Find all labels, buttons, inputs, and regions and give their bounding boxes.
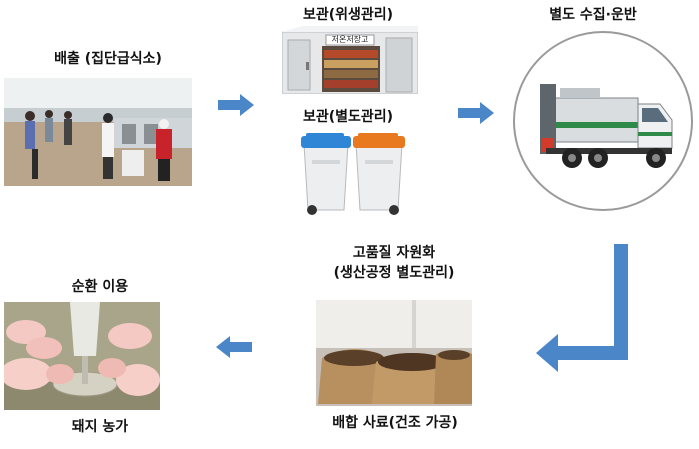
collection-label: 별도 수집·운반 [549,7,637,23]
collection-truck-photo [512,28,694,214]
pig-farm-photo [4,302,160,410]
farm-label: 돼지 농가 [71,419,129,435]
storage-separate-label: 보관(별도관리) [302,109,394,125]
recycling-subtitle: (생산공정 별도관리) [333,265,455,281]
cold-storage-photo: 저온저장고 [282,26,418,94]
arrow-recycling-to-reuse [216,336,252,358]
feed-bags-photo [316,300,472,406]
arrow-storage-to-collection [458,102,494,124]
arrow-discharge-to-storage [218,94,254,116]
recycling-title: 고품질 자원화 [352,245,436,261]
feed-label: 배합 사료(건조 가공) [332,415,458,431]
discharge-label: 배출 (집단급식소) [54,51,162,67]
storage-hygiene-label: 보관(위생관리) [302,7,394,23]
cafeteria-photo [4,78,192,186]
cold-storage-sign: 저온저장고 [331,35,369,44]
arrow-collection-to-recycling [528,244,638,376]
bins-photo [298,130,408,216]
reuse-label: 순환 이용 [71,279,129,295]
